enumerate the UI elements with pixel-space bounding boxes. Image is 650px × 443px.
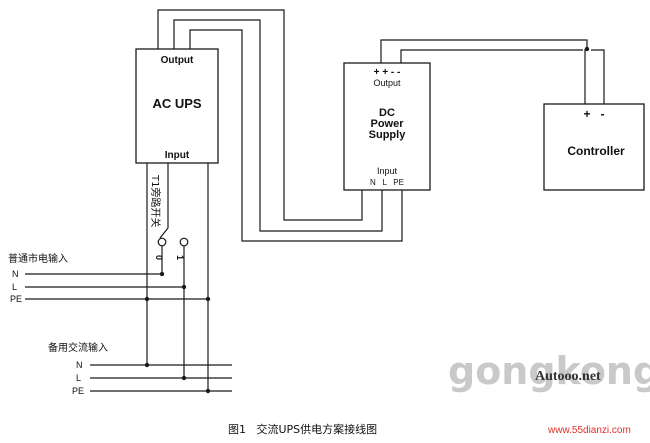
ups-input-label: Input (165, 150, 190, 161)
bypass-switch-label: T1旁路开关 (149, 174, 162, 227)
dc-name-line2: Power (370, 118, 404, 130)
mains-input-lines (25, 271, 211, 302)
mains-input-title: 普通市电输入 (8, 252, 68, 265)
switch-pos-0: 0 (154, 255, 164, 260)
controller-block: + - Controller (543, 103, 645, 191)
dc-output-label: Output (373, 78, 401, 88)
autoo-watermark: Autooo.net (535, 369, 601, 384)
dc-to-controller-wires (380, 39, 605, 104)
mains-input-labels: 普通市电输入 N L PE (8, 252, 68, 304)
mains-pe: PE (10, 294, 22, 304)
ups-to-dc-wires (157, 9, 403, 242)
site-watermark: www.55dianzi.com (547, 425, 631, 436)
backup-input-title: 备用交流输入 (48, 341, 108, 354)
ups-input-wires (146, 163, 209, 391)
dc-name-line3: Supply (369, 129, 407, 141)
controller-name: Controller (567, 144, 625, 158)
dc-terminals: N L PE (370, 178, 404, 187)
backup-input-labels: 备用交流输入 N L PE (48, 341, 108, 396)
ups-output-label: Output (161, 55, 194, 66)
backup-input-lines (90, 362, 232, 394)
backup-n: N (76, 360, 83, 370)
mains-l: L (12, 282, 17, 292)
dc-input-label: Input (377, 166, 398, 176)
switch-pos-1: 1 (175, 255, 185, 260)
dc-polarity: + + - - (374, 67, 401, 78)
bypass-switch: 0 1 T1旁路开关 (149, 163, 189, 260)
ups-name: AC UPS (152, 96, 201, 111)
backup-l: L (76, 373, 81, 383)
backup-pe: PE (72, 386, 84, 396)
ac-ups-block: Output AC UPS Input (135, 48, 219, 164)
controller-polarity: + - (583, 107, 604, 121)
dc-power-supply-block: + + - - Output DC Power Supply Input N L… (343, 62, 431, 191)
switch-contact-0 (157, 237, 167, 247)
gongkong-watermark: gongkong (448, 349, 650, 393)
mains-n: N (12, 269, 19, 279)
dc-name-line1: DC (379, 107, 395, 119)
figure-caption: 图1 交流UPS供电方案接线图 (228, 422, 377, 436)
switch-contact-1 (179, 237, 189, 247)
